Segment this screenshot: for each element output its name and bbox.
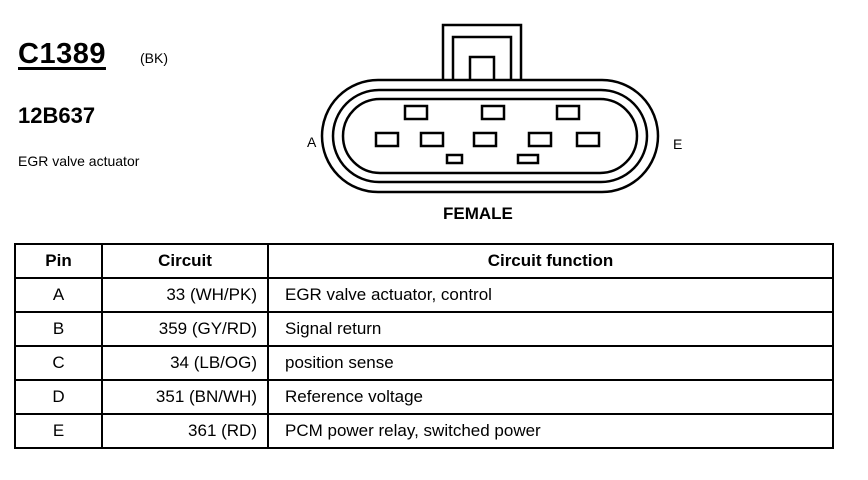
pin-cavity-b <box>419 131 445 148</box>
pin-cavity-e <box>575 131 601 148</box>
cell-function: PCM power relay, switched power <box>267 413 834 449</box>
bottom-key-2 <box>516 153 540 165</box>
cell-pin: B <box>14 311 103 347</box>
pin-cavity-a <box>374 131 400 148</box>
cell-circuit: 34 (LB/OG) <box>101 345 269 381</box>
cell-pin: D <box>14 379 103 415</box>
connector-shell-inner <box>341 97 639 175</box>
gender-label: FEMALE <box>443 204 513 223</box>
header-pin: Pin <box>14 243 103 279</box>
key-slot-3 <box>555 104 581 121</box>
cell-function: Reference voltage <box>267 379 834 415</box>
cell-circuit: 361 (RD) <box>101 413 269 449</box>
color-code: (BK) <box>140 50 168 66</box>
part-number: 12B637 <box>18 103 96 128</box>
cell-circuit: 33 (WH/PK) <box>101 277 269 313</box>
connector-id: C1389 <box>18 38 106 70</box>
cell-pin: E <box>14 413 103 449</box>
connector-shell-outer <box>320 78 660 194</box>
table-row: C 34 (LB/OG) position sense <box>14 345 834 381</box>
connector-shell-middle <box>331 88 649 184</box>
connector-face-diagram <box>320 23 660 194</box>
table-row: A 33 (WH/PK) EGR valve actuator, control <box>14 277 834 313</box>
pin-label-a: A <box>307 134 317 150</box>
locking-tab-latch <box>468 55 496 93</box>
cell-pin: C <box>14 345 103 381</box>
component-name: EGR valve actuator <box>18 153 140 169</box>
table-row: E 361 (RD) PCM power relay, switched pow… <box>14 413 834 449</box>
pin-cavity-d <box>527 131 553 148</box>
header-circuit-function: Circuit function <box>267 243 834 279</box>
pin-table: Pin Circuit Circuit function A 33 (WH/PK… <box>14 243 834 449</box>
table-row: B 359 (GY/RD) Signal return <box>14 311 834 347</box>
cell-function: EGR valve actuator, control <box>267 277 834 313</box>
cell-function: position sense <box>267 345 834 381</box>
table-header-row: Pin Circuit Circuit function <box>14 243 834 279</box>
bottom-key-1 <box>445 153 464 165</box>
cell-circuit: 351 (BN/WH) <box>101 379 269 415</box>
key-slot-1 <box>403 104 429 121</box>
cell-pin: A <box>14 277 103 313</box>
table-row: D 351 (BN/WH) Reference voltage <box>14 379 834 415</box>
pin-label-e: E <box>673 136 683 152</box>
cell-circuit: 359 (GY/RD) <box>101 311 269 347</box>
key-slot-2 <box>480 104 506 121</box>
cell-function: Signal return <box>267 311 834 347</box>
pin-cavity-c <box>472 131 498 148</box>
header-circuit: Circuit <box>101 243 269 279</box>
